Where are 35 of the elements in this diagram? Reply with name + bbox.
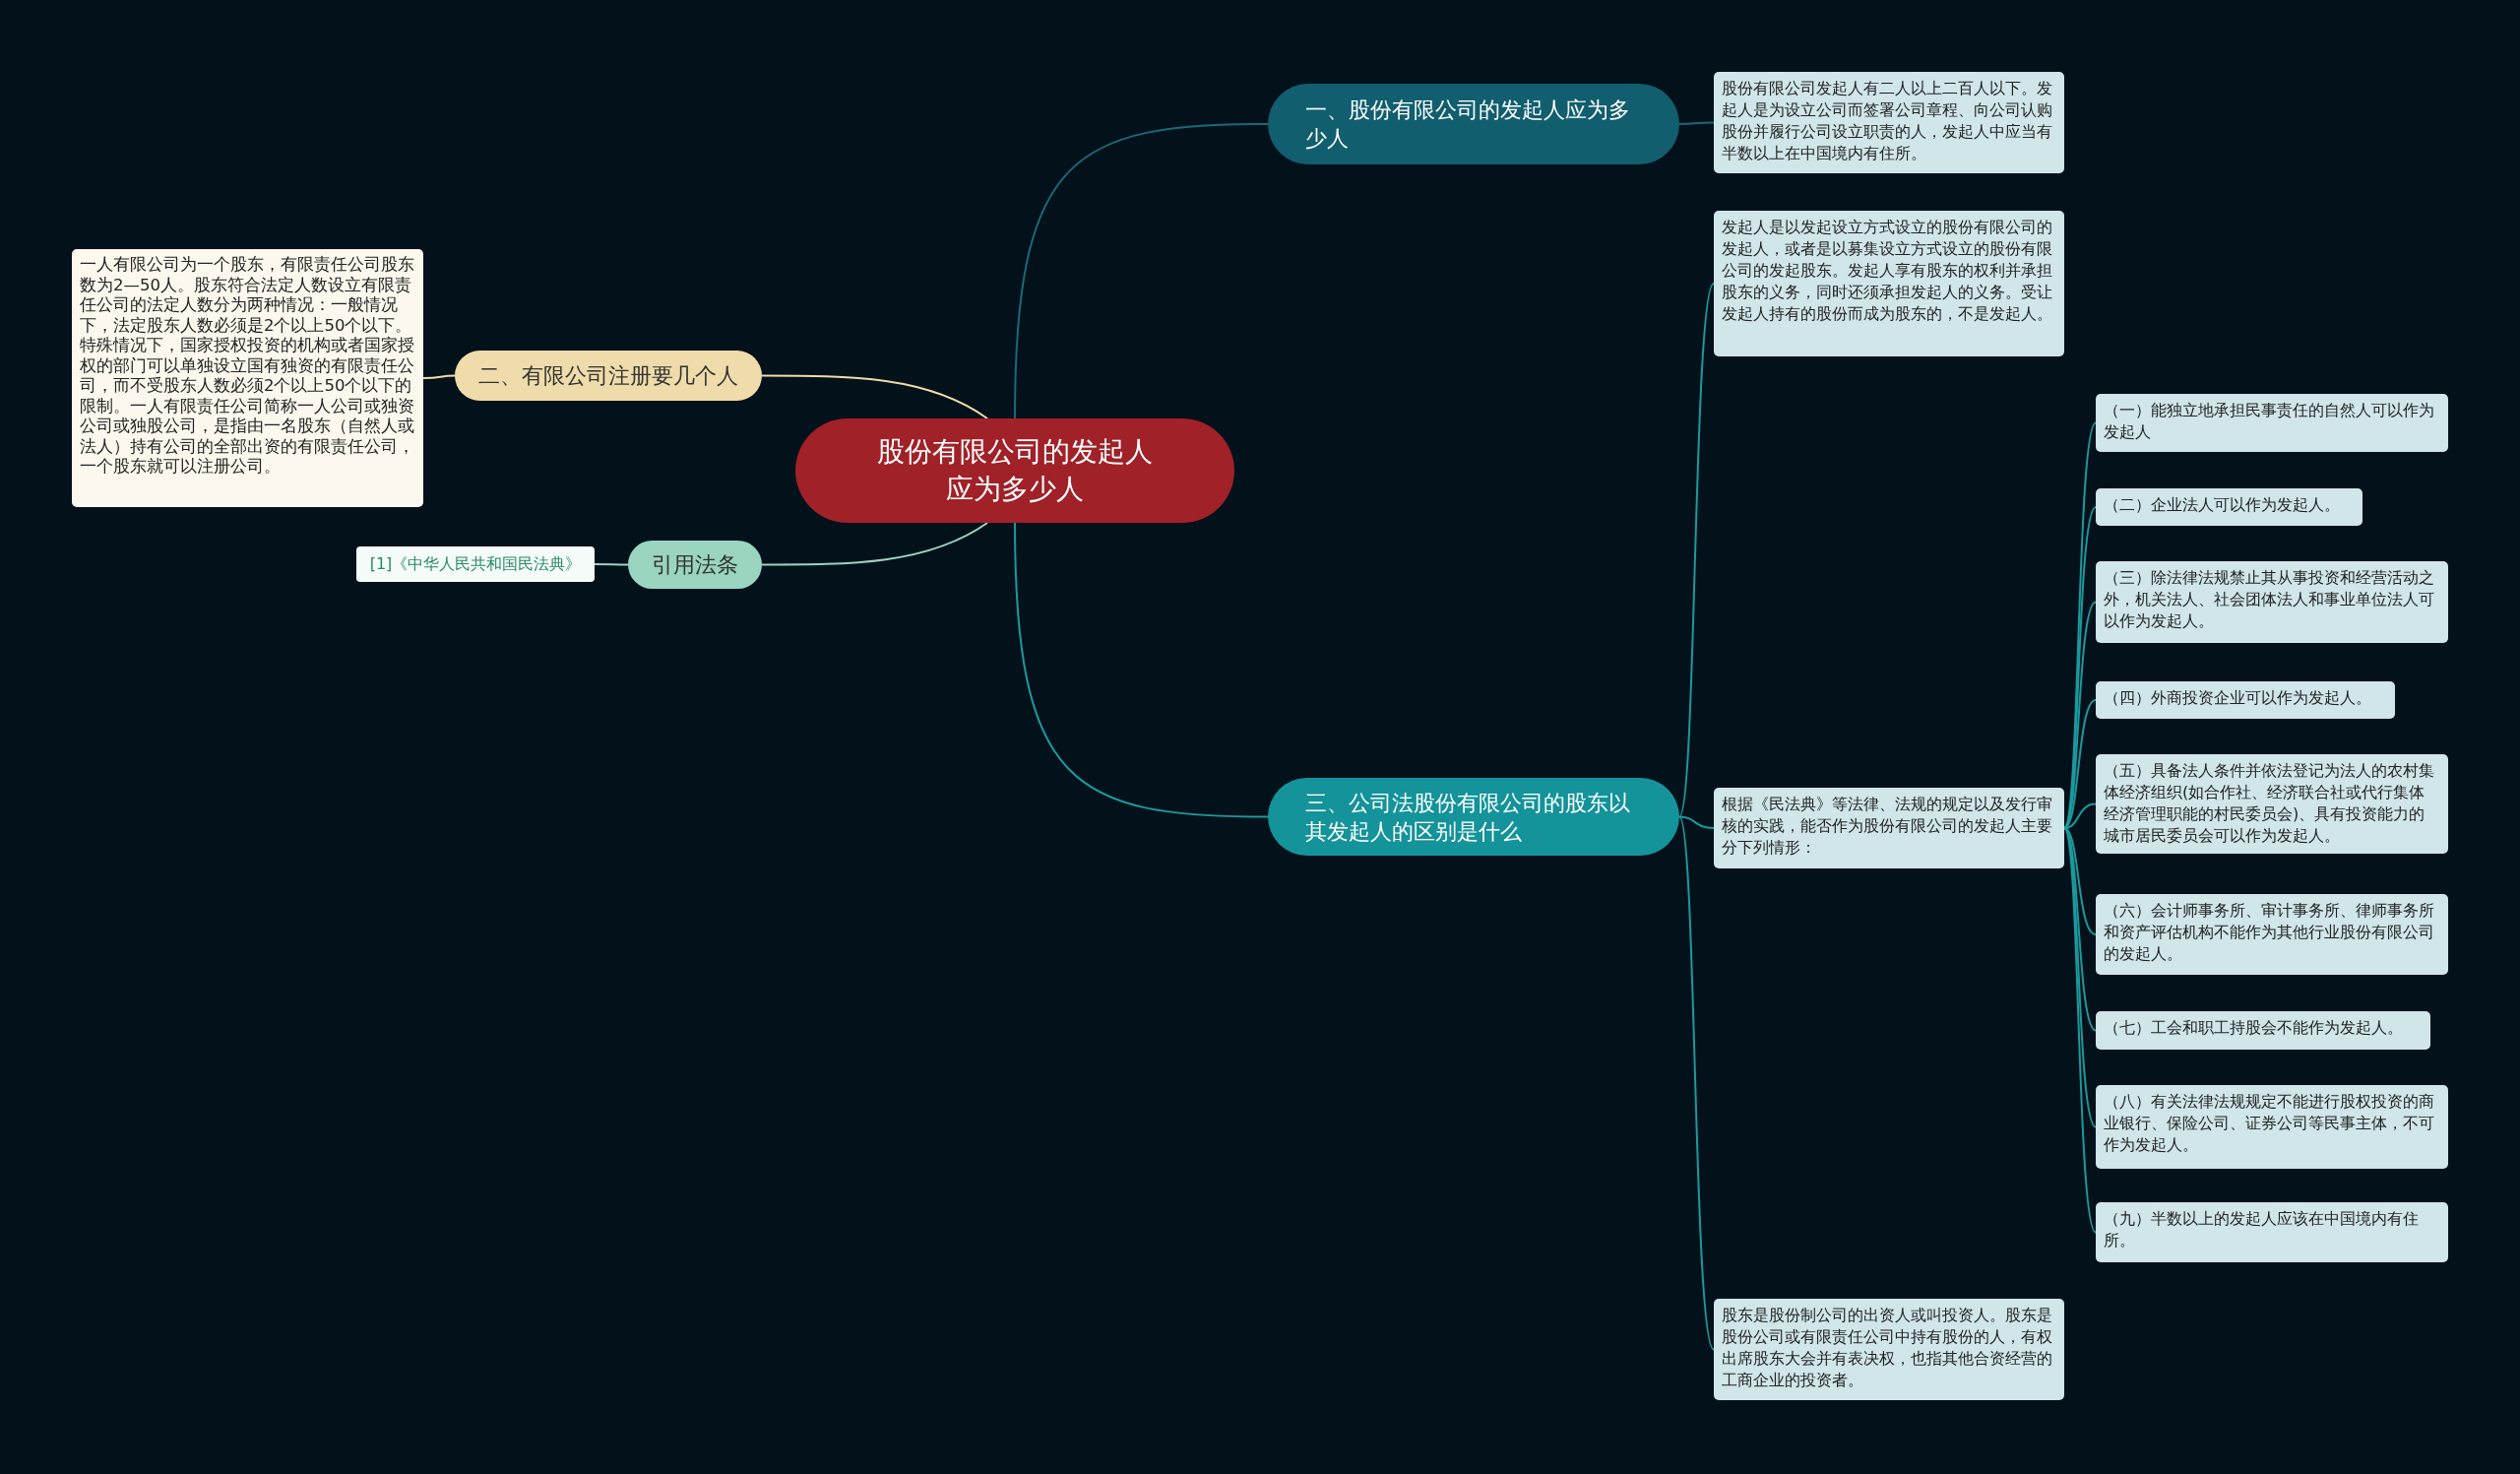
topic-pill: 二、有限公司注册要几个人	[455, 351, 762, 401]
note-card: （一）能独立地承担民事责任的自然人可以作为发起人	[2096, 394, 2448, 452]
connector-line	[2063, 827, 2097, 1234]
connector-line	[2063, 827, 2097, 1128]
note-card: 发起人是以发起设立方式设立的股份有限公司的发起人，或者是以募集设立方式设立的股份有限公司的发起股东。发起人享有股东的权利并承担股东的义务，同时还须承担发起人的义务。受让发起人持有的股份而成为股东的，不是发起人。	[1714, 211, 2064, 356]
note-card: 股份有限公司发起人有二人以上二百人以下。发起人是为设立公司而签署公司章程、向公司认购股份并履行公司设立职责的人，发起人中应当有半数以上在中国境内有住所。	[1714, 72, 2064, 173]
central-topic: 股份有限公司的发起人应为多少人	[795, 418, 1234, 523]
connector-line	[1678, 815, 1715, 1351]
connector-line	[1678, 815, 1715, 829]
note-card: 根据《民法典》等法律、法规的规定以及发行审核的实践，能否作为股份有限公司的发起人主要分下列情形：	[1714, 788, 2064, 868]
connector-line	[1014, 123, 1269, 419]
note-card: （八）有关法律法规规定不能进行股权投资的商业银行、保险公司、证券公司等民事主体，不可作为发起人。	[2096, 1085, 2448, 1169]
connector-line	[2063, 506, 2097, 829]
connector-line	[761, 374, 988, 419]
connector-line	[1678, 121, 1715, 125]
note-card: 股东是股份制公司的出资人或叫投资人。股东是股份公司或有限责任公司中持有股份的人，有权出席股东大会并有表决权，也指其他合资经营的工商企业的投资者。	[1714, 1299, 2064, 1400]
connector-line	[761, 522, 988, 566]
connector-line	[1014, 522, 1269, 818]
topic-pill: 三、公司法股份有限公司的股东以其发起人的区别是什么	[1268, 778, 1679, 856]
topic-pill: 一、股份有限公司的发起人应为多少人	[1268, 84, 1679, 164]
note-card: （二）企业法人可以作为发起人。	[2096, 488, 2362, 526]
note-card: （九）半数以上的发起人应该在中国境内有住所。	[2096, 1202, 2448, 1262]
note-card: 一人有限公司为一个股东，有限责任公司股东数为2—50人。股东符合法定人数设立有限责任公司的法定人数分为两种情况：一般情况下，法定股东人数必须是2个以上50个以下。特殊情况下，国家授权投资的机构或者国家授权的部门可以单独设立国有独资的有限责任公司，而不受股东人数必须2个以上50个以下的限制。一人有限责任公司简称一人公司或独资公司或独股公司，是指由一名股东（自然人或法人）持有公司的全部出资的有限责任公司，一个股东就可以注册公司。	[72, 249, 423, 507]
connector-line	[1678, 283, 1715, 818]
citation-tag: [1]《中华人民共和国民法典》	[356, 546, 595, 582]
connector-line	[594, 563, 629, 566]
topic-pill: 引用法条	[628, 541, 762, 589]
connector-line	[422, 374, 456, 379]
note-card: （五）具备法人条件并依法登记为法人的农村集体经济组织(如合作社、经济联合社或代行集体经济管理职能的村民委员会)、具有投资能力的城市居民委员会可以作为发起人。	[2096, 754, 2448, 854]
note-card: （六）会计师事务所、审计事务所、律师事务所和资产评估机构不能作为其他行业股份有限公司的发起人。	[2096, 894, 2448, 975]
connector-line	[2063, 802, 2097, 829]
note-card: （四）外商投资企业可以作为发起人。	[2096, 681, 2395, 719]
connector-line	[2063, 827, 2097, 935]
note-card: （七）工会和职工持股会不能作为发起人。	[2096, 1011, 2430, 1050]
note-card: （三）除法律法规禁止其从事投资和经营活动之外，机关法人、社会团体法人和事业单位法人可以作为发起人。	[2096, 561, 2448, 643]
